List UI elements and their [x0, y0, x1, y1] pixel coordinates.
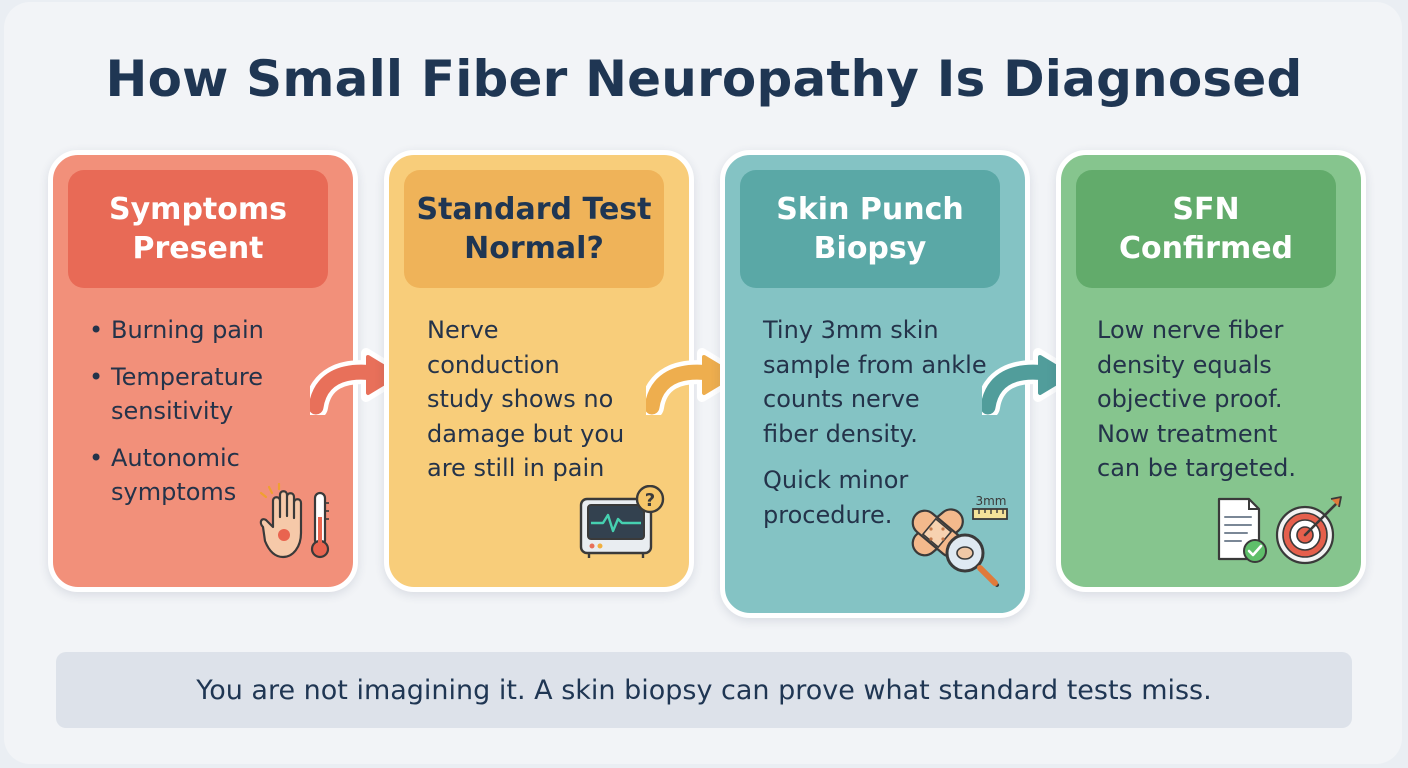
- step-body: Tiny 3mm skin sample from ankle counts n…: [763, 313, 1015, 544]
- step-paragraph: Low nerve fiber density equals objective…: [1097, 316, 1296, 482]
- page-title: How Small Fiber Neuropathy Is Diagnosed: [105, 50, 1303, 108]
- step-paragraph: Quick minor procedure.: [763, 466, 909, 529]
- step-header: Standard Test Normal?: [404, 170, 664, 288]
- step-card-sfn-confirmed: SFN Confirmed Low nerve fiber density eq…: [1056, 150, 1366, 592]
- step-header: Skin Punch Biopsy: [740, 170, 1000, 288]
- step-header-line: Normal?: [464, 231, 604, 266]
- step-body: Low nerve fiber density equals objective…: [1097, 313, 1349, 498]
- step-header-line: Biopsy: [813, 231, 927, 266]
- footer-text: You are not imagining it. A skin biopsy …: [196, 674, 1212, 706]
- step-paragraph: Nerve conduction study shows no damage b…: [427, 316, 625, 482]
- svg-text:?: ?: [645, 490, 655, 511]
- step-header-line: Skin Punch: [776, 192, 964, 227]
- step-paragraph: Tiny 3mm skin sample from ankle counts n…: [763, 316, 987, 448]
- bandage-magnifier-icon: 3mm: [911, 494, 1008, 587]
- step-header-line: Symptoms: [109, 192, 287, 227]
- step-header-line: SFN: [1172, 192, 1240, 227]
- hand-pain-thermometer-icon: [259, 483, 330, 559]
- step-card-skin-biopsy: Skin Punch Biopsy Tiny 3mm skin sample f…: [720, 150, 1030, 618]
- step-header: Symptoms Present: [68, 170, 328, 288]
- step-card-symptoms: Symptoms Present Burning pain Temperatur…: [48, 150, 358, 592]
- document-target-icon: [1217, 496, 1342, 565]
- step-header: SFN Confirmed: [1076, 170, 1336, 288]
- step-header-line: Confirmed: [1118, 231, 1294, 266]
- step-header-line: Standard Test: [416, 192, 652, 227]
- list-item: Burning pain: [89, 313, 341, 348]
- step-body: Nerve conduction study shows no damage b…: [427, 313, 679, 498]
- footer-banner: You are not imagining it. A skin biopsy …: [56, 652, 1352, 728]
- step-card-standard-test: Standard Test Normal? Nerve conduction s…: [384, 150, 694, 592]
- step-header-line: Present: [132, 231, 264, 266]
- monitor-question-icon: ?: [579, 485, 665, 558]
- flow-arrow-2: [646, 348, 743, 415]
- ruler-label: 3mm: [975, 494, 1006, 508]
